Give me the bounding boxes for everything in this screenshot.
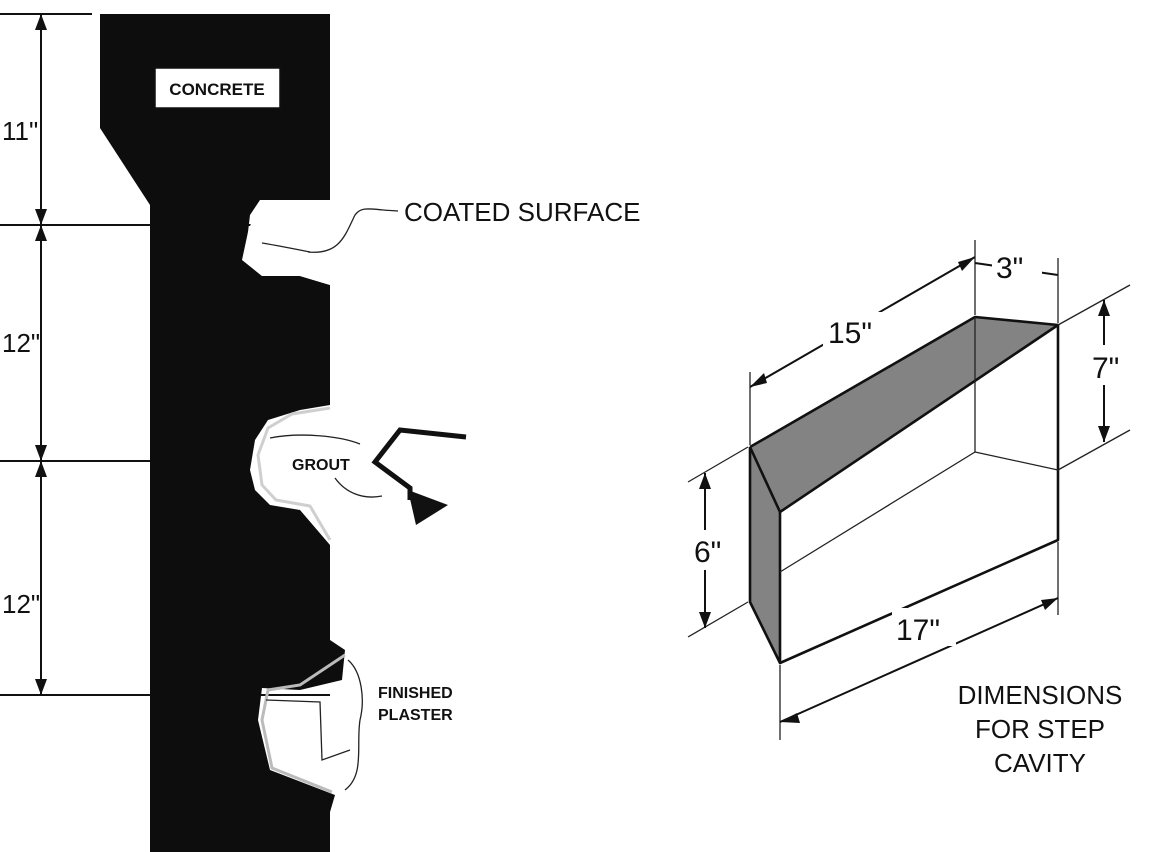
grout-label: GROUT — [292, 457, 350, 474]
plaster-label: PLASTER — [378, 707, 453, 724]
finished-label: FINISHED — [378, 685, 453, 702]
step-cavity-isometric: 15" 3" 7" 6" 17" DIMENSIONS FOR STEP — [687, 240, 1132, 778]
coated-surface-label: COATED SURFACE — [404, 197, 640, 227]
end-face-shaded — [750, 447, 780, 663]
coated-surface-band — [245, 212, 330, 285]
dimension-11: 11" — [2, 116, 38, 146]
cavity-title-line-2: FOR STEP — [975, 714, 1105, 744]
dimension-3: 3" — [996, 252, 1023, 285]
concrete-label: CONCRETE — [169, 80, 264, 99]
dimension-7: 7" — [1092, 352, 1119, 385]
dimension-6: 6" — [694, 536, 721, 569]
dimension-12-lower: 12" — [2, 589, 40, 619]
top-face-shaded — [750, 317, 1058, 512]
concrete-label-box — [154, 67, 281, 109]
coated-surface-leader — [307, 208, 399, 253]
cavity-title-line-3: CAVITY — [994, 748, 1086, 778]
grout-recess — [256, 406, 332, 541]
dimension-15: 15" — [828, 317, 872, 350]
finished-plaster-recess — [260, 653, 346, 794]
concrete-wall — [100, 14, 345, 852]
cavity-title-line-1: DIMENSIONS — [958, 680, 1123, 710]
wall-cross-section: CONCRETE 11" 12" 12" COATED SURFACE GROU… — [0, 13, 640, 852]
grout-key-shape — [371, 427, 467, 500]
dimension-17: 17" — [896, 614, 940, 647]
dimension-12-upper: 12" — [2, 328, 40, 358]
